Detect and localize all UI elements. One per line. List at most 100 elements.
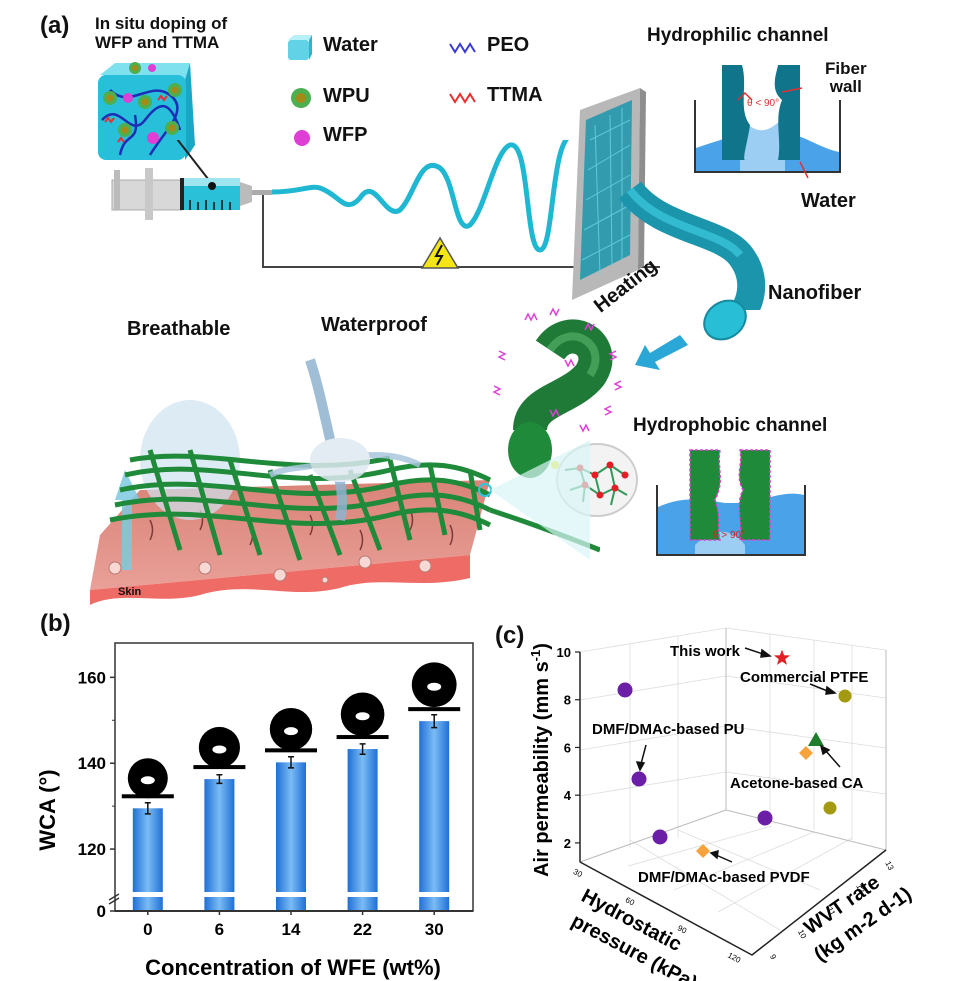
legend-wpu-label: WPU xyxy=(323,85,370,107)
bar-upper xyxy=(419,721,450,892)
y-tick-label: 9 xyxy=(768,953,778,962)
x-tick-label: 120 xyxy=(726,951,742,965)
wfp-particles xyxy=(123,64,159,144)
vapor-cloud xyxy=(140,400,240,520)
annotation-pu: DMF/DMAc-based PU xyxy=(592,721,745,738)
collector-with-nanofiber xyxy=(572,88,766,310)
error-bar xyxy=(216,774,223,785)
panel-a-label: (a) xyxy=(40,12,70,39)
grid-lines xyxy=(579,627,887,931)
fiber-wall-line1: Fiber xyxy=(825,59,867,78)
hydrophilic-channel-title: Hydrophilic channel xyxy=(647,25,829,46)
error-bar xyxy=(144,801,151,815)
z-tick-label: 10 xyxy=(557,645,571,660)
wfp-particle-icon xyxy=(294,130,310,146)
hydrophobic-channel-diagram xyxy=(656,449,806,556)
droplet-highlight xyxy=(427,682,442,691)
waterproof-label: Waterproof xyxy=(321,314,427,336)
data-point-star xyxy=(773,649,791,665)
legend-ttma-label: TTMA xyxy=(487,84,543,106)
jet-spiral xyxy=(271,140,598,273)
data-point-diamond xyxy=(696,844,710,858)
y-tick-label: 0 xyxy=(97,902,106,921)
ttma-surface-chains xyxy=(492,307,623,433)
z-tick-label: 6 xyxy=(564,740,571,755)
doping-title-line2: WFP and TTMA xyxy=(95,33,220,52)
base-axes xyxy=(579,849,887,956)
water-splash xyxy=(268,358,422,522)
x-tick-label: 6 xyxy=(215,920,224,939)
annotation-pvdf: DMF/DMAc-based PVDF xyxy=(638,869,810,886)
data-point-diamond xyxy=(799,746,813,760)
axis-break-mark xyxy=(108,893,120,905)
hydrophilic-angle-label: θ < 90° xyxy=(747,98,780,109)
panel-c-label: (c) xyxy=(495,622,525,649)
heating-arrow-icon xyxy=(635,335,688,370)
y-tick-label: 140 xyxy=(78,754,106,773)
x-tick-label: 30 xyxy=(572,867,585,879)
x-axis-label: Concentration of WFE (wt%) xyxy=(145,955,441,980)
y-tick-label: 13 xyxy=(883,860,895,873)
hydrophobic-angle-label: θ > 90° xyxy=(713,530,746,541)
droplet-highlight xyxy=(355,712,370,721)
annotation-arrows xyxy=(635,647,841,863)
skin-label: Skin xyxy=(118,586,142,598)
droplet-highlight xyxy=(212,745,227,754)
bar-lower xyxy=(347,897,378,911)
doping-title-line1: In situ doping of xyxy=(95,14,228,33)
bar-upper xyxy=(204,779,235,892)
z-axis-label: Air permeability (mm s-1) xyxy=(528,643,553,877)
magnification-beam xyxy=(490,440,590,560)
breathable-label: Breathable xyxy=(127,318,231,340)
ttma-chain-icon xyxy=(449,92,476,104)
circuit-wire xyxy=(262,195,660,268)
z-tick-label: 8 xyxy=(564,693,571,708)
y-tick-label: 120 xyxy=(78,840,106,859)
pointer-line xyxy=(176,140,213,185)
peo-chain-icon xyxy=(449,42,476,54)
doping-title: In situ doping of WFP and TTMA xyxy=(95,14,227,52)
bar-lower xyxy=(132,897,163,911)
bar-upper xyxy=(276,762,306,892)
ttma-chains xyxy=(104,94,168,143)
bar-lower xyxy=(419,897,450,911)
water-label: Water xyxy=(801,190,856,212)
annotation-this-work: This work xyxy=(670,643,741,660)
error-bar xyxy=(359,743,366,755)
annotation-commercial-ptfe: Commercial PTFE xyxy=(740,669,868,686)
legend-peo-label: PEO xyxy=(487,34,530,56)
data-point-circle xyxy=(838,689,852,703)
substrate-line xyxy=(336,735,389,740)
y-tick-label: 160 xyxy=(78,668,106,687)
data-point-circle xyxy=(652,829,668,845)
data-point-circle xyxy=(631,771,647,787)
data-point-circle xyxy=(757,810,773,826)
wpu-particles xyxy=(103,62,182,137)
substrate-line xyxy=(408,707,461,712)
fiber-wall-label: Fiber wall xyxy=(825,60,867,96)
nanofiber-mesh xyxy=(109,449,600,561)
breathable-arrow-icon xyxy=(115,470,140,570)
high-voltage-icon xyxy=(420,236,460,269)
droplet-highlight xyxy=(284,727,298,736)
bar-lower xyxy=(276,897,306,911)
legend-wfp-label: WFP xyxy=(323,124,368,146)
electrospinning-setup xyxy=(111,140,660,273)
skin-membrane-illustration xyxy=(90,358,600,605)
bar-upper xyxy=(132,808,163,892)
annotation-ca: Acetone-based CA xyxy=(730,775,864,792)
water-cube-icon xyxy=(288,35,312,60)
nanofiber-end-cap xyxy=(703,299,747,341)
bar-lower xyxy=(204,897,235,911)
legend-water-label: Water xyxy=(323,34,378,56)
error-bar xyxy=(431,713,438,729)
error-bar xyxy=(288,756,294,769)
annotations: This work Commercial PTFE DMF/DMAc-based… xyxy=(592,643,868,886)
panel-b-label: (b) xyxy=(40,610,71,637)
x-tick-label: 30 xyxy=(425,920,444,939)
x-tick-label: 14 xyxy=(282,920,301,939)
hydrophobic-channel-title: Hydrophobic channel xyxy=(633,415,828,436)
x-tick-label: 22 xyxy=(353,920,372,939)
